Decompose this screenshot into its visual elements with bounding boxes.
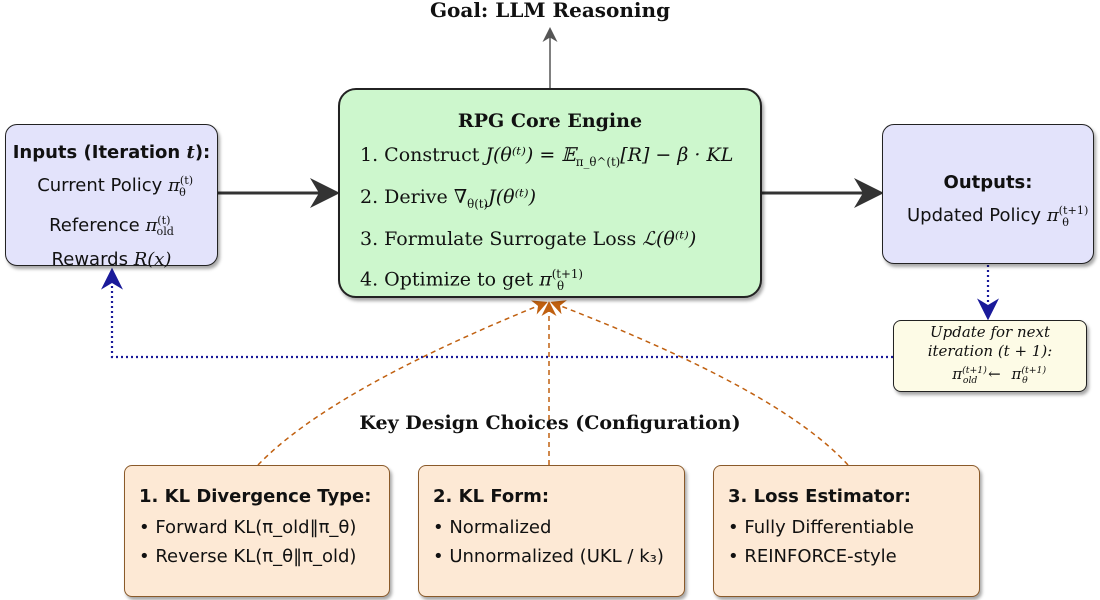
choice-item: • Normalized: [433, 517, 552, 538]
update-line-1: Update for next: [929, 323, 1050, 341]
core-step-1: 1. Construct J(θ⁽ᵗ⁾) = 𝔼π_θ^(t)[R] − β ·…: [360, 144, 734, 169]
choice-title: 2. KL Form:: [433, 486, 550, 507]
choice-loss-estimator: 3. Loss Estimator: • Fully Differentiabl…: [713, 465, 980, 597]
current-policy: Current Policy π(t)θ: [37, 174, 194, 199]
choice-kl-type: 1. KL Divergence Type: • Forward KL(π_ol…: [124, 465, 390, 597]
inputs-title: Inputs (Iteration t):: [12, 142, 211, 163]
inputs-box: Inputs (Iteration t): Current Policy π(t…: [5, 124, 218, 270]
loop-back-arrow: [101, 267, 893, 359]
core-step-4: 4. Optimize to get π(t+1)θ: [360, 266, 583, 293]
rewards: Rewards R(x): [51, 249, 172, 271]
outputs-title: Outputs:: [943, 172, 1033, 193]
core-title: RPG Core Engine: [457, 110, 643, 132]
config-title: Key Design Choices (Configuration): [359, 412, 741, 434]
kl-type-arrow: [257, 300, 548, 466]
update-line-2: iteration (t + 1):: [927, 342, 1053, 360]
choice-item: • REINFORCE-style: [728, 546, 897, 567]
reference-policy: Reference π(t)old: [49, 213, 174, 239]
choice-item: • Unnormalized (UKL / k₃): [433, 546, 664, 567]
choice-title: 1. KL Divergence Type:: [139, 486, 372, 507]
choice-kl-form: 2. KL Form: • Normalized • Unnormalized …: [418, 465, 685, 597]
goal-label: Goal: LLM Reasoning: [429, 0, 671, 22]
choice-title: 3. Loss Estimator:: [728, 486, 911, 507]
choice-item: • Forward KL(π_old‖π_θ): [139, 517, 357, 538]
core-engine-box: RPG Core Engine 1. Construct J(θ⁽ᵗ⁾) = 𝔼…: [338, 88, 762, 298]
loss-estimator-arrow: [550, 300, 849, 466]
update-box: Update for next iteration (t + 1): π(t+1…: [893, 320, 1087, 392]
choice-item: • Reverse KL(π_θ‖π_old): [139, 546, 357, 567]
core-step-3: 3. Formulate Surrogate Loss ℒ(θ⁽ᵗ⁾): [360, 227, 697, 250]
outputs-box: Outputs: Updated Policy π(t+1)θ: [882, 124, 1094, 264]
update-rule: π(t+1)old ← π(t+1)θ: [952, 365, 1047, 386]
core-step-2: 2. Derive ∇θ(t)J(θ⁽ᵗ⁾): [360, 185, 537, 211]
choice-item: • Fully Differentiable: [728, 517, 914, 538]
updated-policy: Updated Policy π(t+1)θ: [906, 204, 1089, 229]
